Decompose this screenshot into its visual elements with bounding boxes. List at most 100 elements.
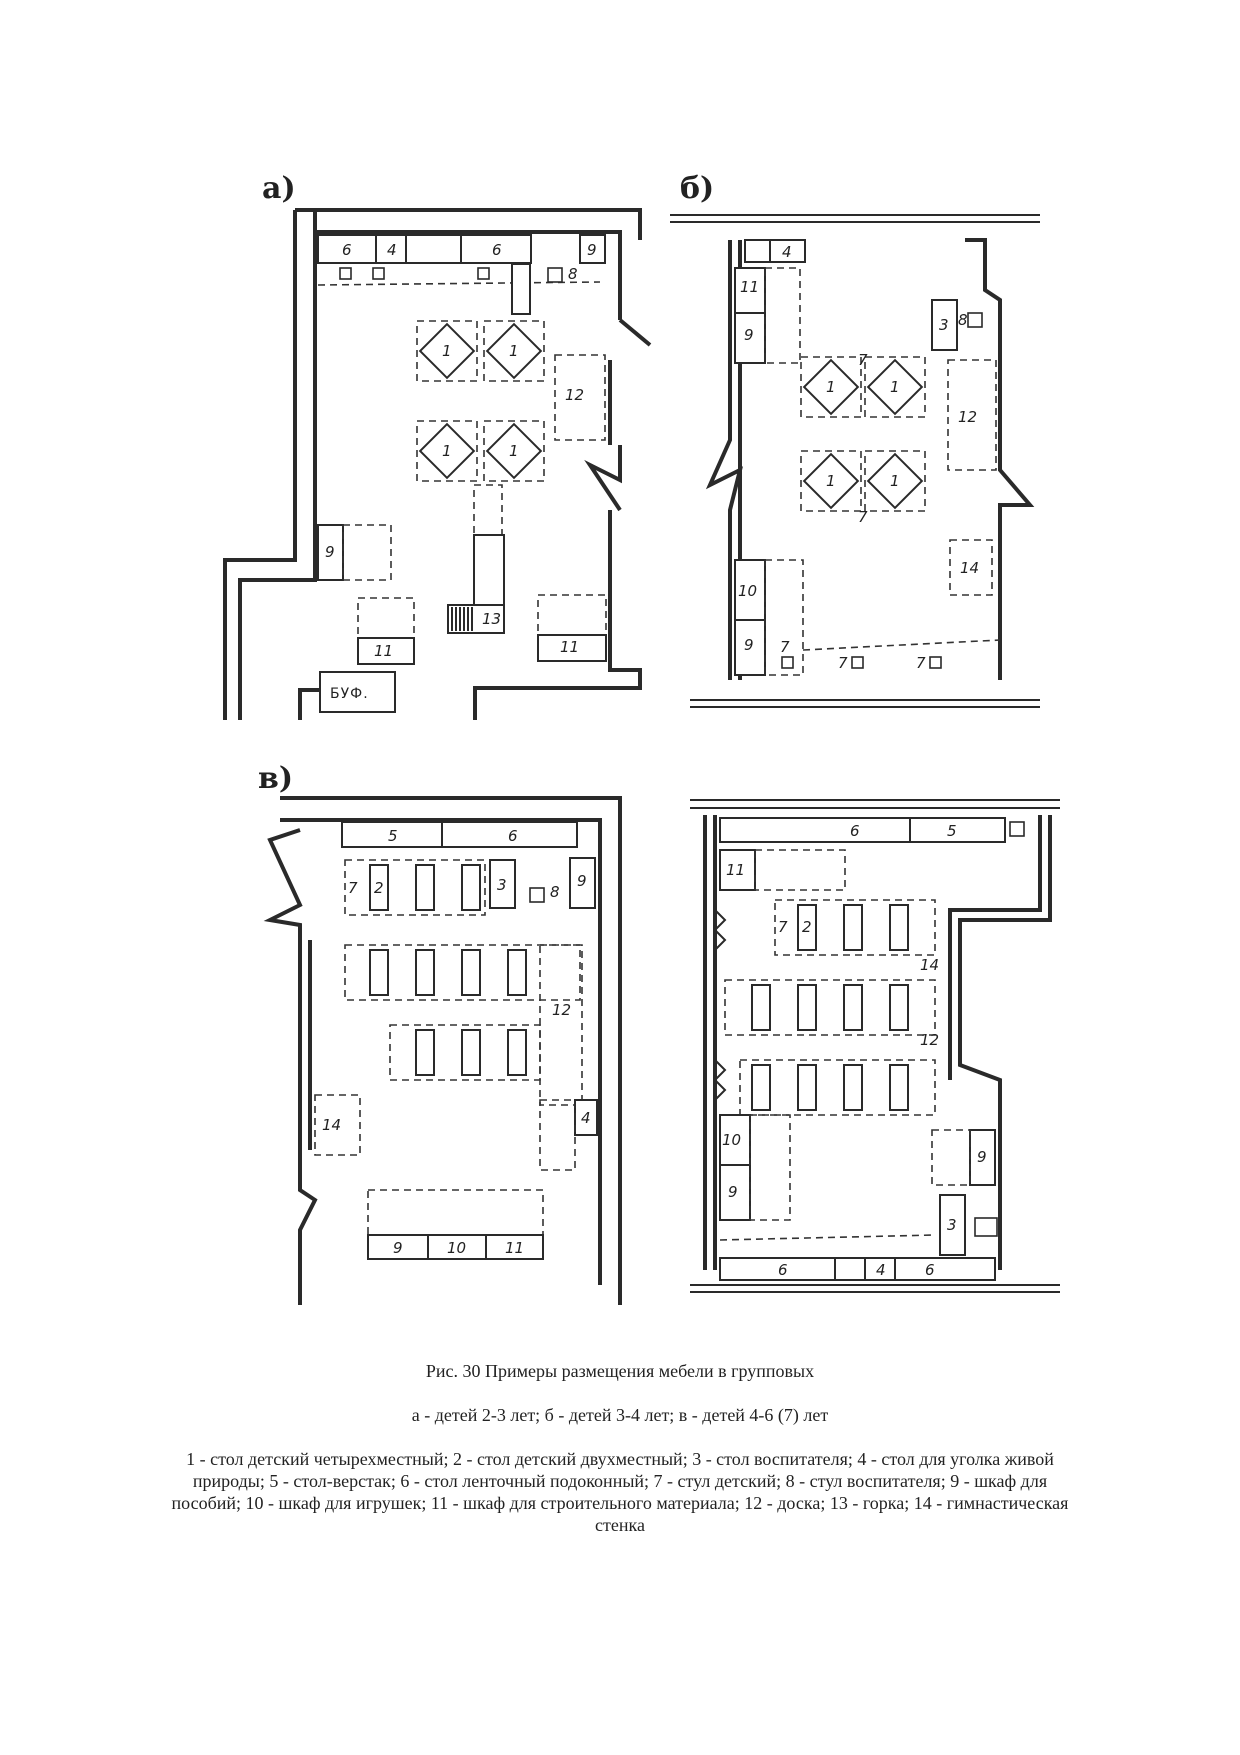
plan-c-label-3: 3 bbox=[497, 876, 507, 894]
plan-d-label-9: 9 bbox=[728, 1183, 738, 1201]
plan-b-label-14: 14 bbox=[960, 559, 979, 577]
plan-a-chair bbox=[339, 267, 352, 280]
plan-c-gym-zone bbox=[314, 1094, 361, 1156]
plan-b-label-7: 7 bbox=[838, 654, 848, 672]
plan-c-sill-6 bbox=[441, 821, 578, 848]
plan-a-label-9a: 9 bbox=[587, 241, 597, 259]
plan-a-gap bbox=[405, 234, 462, 264]
plan-a-label-11a: 11 bbox=[374, 642, 393, 660]
plan-a-label-1: 1 bbox=[509, 442, 519, 460]
plan-a-label-4: 4 bbox=[387, 241, 397, 259]
plan-d-label-2: 2 bbox=[802, 918, 812, 936]
plan-b-label-8: 8 bbox=[958, 311, 968, 329]
caption-title: Рис. 30 Примеры размещения мебели в груп… bbox=[425, 1361, 815, 1381]
plan-a-walls bbox=[223, 208, 652, 720]
plan-c-label-11: 11 bbox=[505, 1239, 524, 1257]
plan-d-table-2 bbox=[797, 1064, 817, 1111]
floor-plans-figure: а) 6 4 6 9 8 1 1 1 1 bbox=[223, 171, 1060, 1305]
plan-b-board-zone bbox=[947, 359, 997, 471]
plan-c-table-2 bbox=[369, 864, 389, 911]
plan-d-sill-6 bbox=[719, 817, 911, 843]
plan-c-table-2 bbox=[415, 1029, 435, 1076]
plan-d-label-3: 3 bbox=[947, 1216, 957, 1234]
plan-a-cabinet11-zone bbox=[537, 594, 607, 636]
plan-d-table-2 bbox=[843, 1064, 863, 1111]
plan-b-table-1 bbox=[866, 358, 924, 416]
plan-c-table-2 bbox=[461, 949, 481, 996]
plan-d-label-11: 11 bbox=[726, 861, 745, 879]
plan-b-label-1: 1 bbox=[890, 378, 900, 396]
plan-b-teacher-table-3 bbox=[931, 299, 958, 351]
plan-b-label-9b: 9 bbox=[744, 636, 754, 654]
plan-d-gym-wall bbox=[713, 909, 727, 951]
plan-c-label-7: 7 bbox=[348, 879, 358, 897]
plan-d-cabinet-9 bbox=[719, 1164, 751, 1221]
plan-c-label-12: 12 bbox=[552, 1001, 571, 1019]
plan-a-table-4 bbox=[375, 234, 407, 264]
plan-d-table-2 bbox=[889, 984, 909, 1031]
plan-a-cabinet-9 bbox=[317, 524, 344, 581]
plan-d-row-zone bbox=[739, 1059, 936, 1116]
plan-a-label-6a: 6 bbox=[342, 241, 352, 259]
plan-d-label-14: 14 bbox=[920, 956, 939, 974]
plan-d-table-2 bbox=[889, 1064, 909, 1111]
plan-a-sill-6-left bbox=[317, 234, 377, 264]
plan-b-label-1: 1 bbox=[826, 472, 836, 490]
plan-c: в) 5 6 9 3 8 7 2 12 bbox=[258, 761, 622, 1305]
plan-c-table-2 bbox=[507, 1029, 527, 1076]
plan-d-label-12: 12 bbox=[920, 1031, 939, 1049]
plan-d-label-5: 5 bbox=[947, 822, 957, 840]
caption-legend: 1 - стол детский четырехместный; 2 - сто… bbox=[171, 1449, 1069, 1535]
plan-a-tables-1: 1 1 1 1 bbox=[416, 320, 545, 482]
plan-d-label-6: 6 bbox=[850, 822, 860, 840]
plan-c-row-zone bbox=[389, 1024, 541, 1081]
plan-d-table-2 bbox=[889, 904, 909, 951]
plan-c-teacher-table-3 bbox=[489, 859, 516, 909]
plan-b-label-7: 7 bbox=[916, 654, 926, 672]
plan-a-slide bbox=[473, 534, 505, 606]
plan-b-label-1: 1 bbox=[826, 378, 836, 396]
plan-b-label-3: 3 bbox=[939, 316, 949, 334]
plan-c-label-5: 5 bbox=[388, 827, 398, 845]
plan-a-label-13: 13 bbox=[482, 610, 501, 628]
plan-a-board-zone bbox=[554, 354, 606, 441]
plan-a-table-1 bbox=[485, 422, 543, 480]
plan-a-table-zone bbox=[416, 320, 478, 382]
plan-c-label-4: 4 bbox=[581, 1109, 591, 1127]
plan-c-cabinet-9 bbox=[569, 857, 596, 909]
plan-c-cabinet-zone bbox=[367, 1189, 544, 1236]
plan-b-label-7: 7 bbox=[858, 508, 868, 526]
plan-c-table-2 bbox=[369, 949, 389, 996]
plan-a-label-1: 1 bbox=[442, 442, 452, 460]
plan-b-cabinet-zone bbox=[764, 267, 801, 364]
plan-a-buffet-room bbox=[319, 671, 396, 713]
plan-c-label-9b: 9 bbox=[393, 1239, 403, 1257]
plan-c-label-2: 2 bbox=[374, 879, 384, 897]
plan-a-slide-steps bbox=[447, 604, 505, 634]
plan-c-cabinet-9b bbox=[367, 1234, 429, 1260]
plan-d-gym-wall-2 bbox=[713, 1059, 727, 1101]
plan-b-dash-line bbox=[802, 639, 1001, 651]
plan-a-sill-6-right bbox=[460, 234, 532, 264]
plan-c-label-14: 14 bbox=[322, 1116, 341, 1134]
plan-c-label-9: 9 bbox=[577, 872, 587, 890]
plan-a-steps-lines bbox=[451, 607, 473, 631]
plan-a-buffet-label: БУФ. bbox=[330, 686, 369, 702]
plan-b-label-12: 12 bbox=[958, 408, 977, 426]
plan-b-table-zone bbox=[864, 356, 926, 418]
plan-b-label-9: 9 bbox=[744, 326, 754, 344]
plan-d-label-7: 7 bbox=[778, 918, 788, 936]
plan-b-cabinet-11 bbox=[734, 267, 766, 314]
plan-d-chair bbox=[1009, 821, 1025, 837]
plan-a-label-12: 12 bbox=[565, 386, 584, 404]
plan-a-cabinet bbox=[511, 263, 531, 315]
plan-b-cabinet-9b bbox=[734, 619, 766, 676]
plan-a-cabinet-11 bbox=[537, 634, 607, 662]
plan-a-cabinet-zone bbox=[342, 524, 392, 581]
plan-d-cabinet-zone-3 bbox=[931, 1129, 971, 1186]
plan-d: 6 5 11 7 2 14 12 10 bbox=[690, 799, 1060, 1293]
plan-b-chair bbox=[781, 656, 794, 669]
panel-letter-a: а) bbox=[262, 171, 296, 206]
plan-d-walls bbox=[703, 815, 1052, 1270]
plan-a-label-8: 8 bbox=[568, 265, 578, 283]
